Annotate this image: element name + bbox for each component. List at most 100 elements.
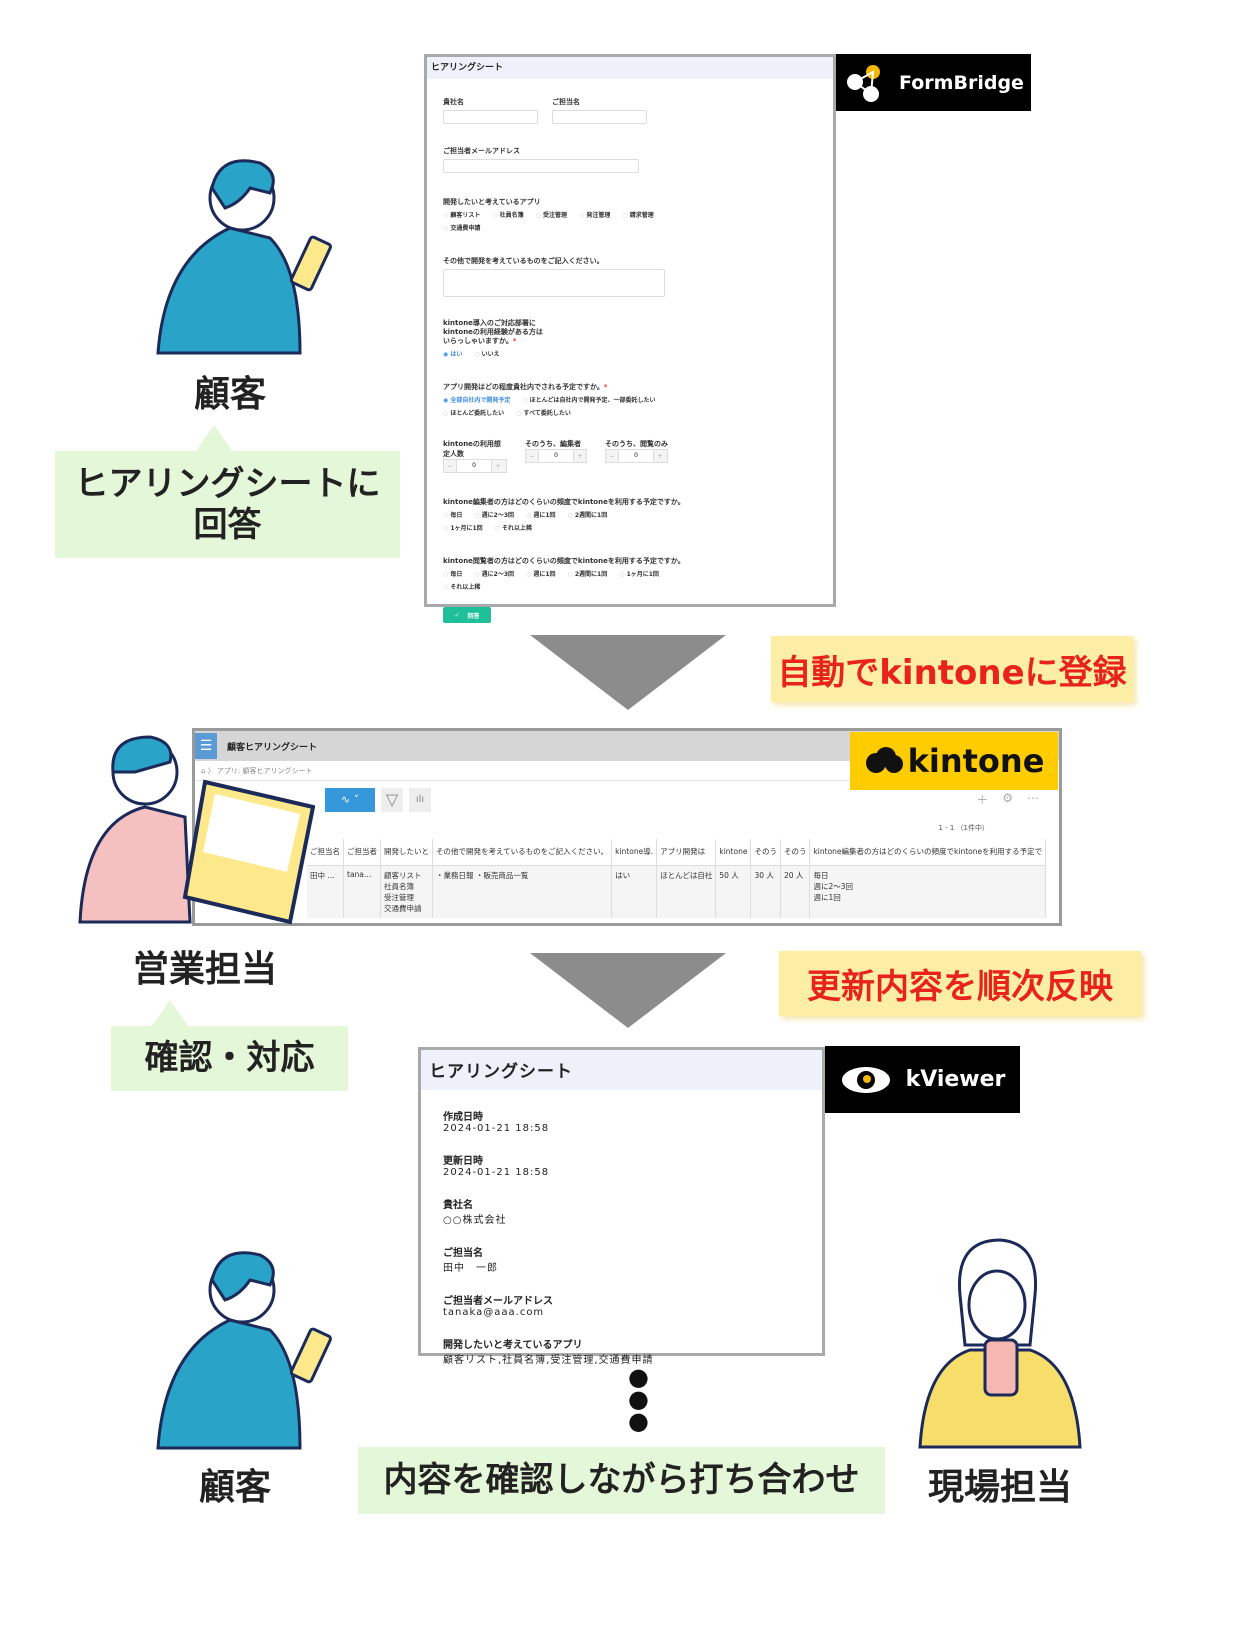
checkbox-option[interactable]: 社員名簿 — [492, 210, 524, 219]
checkbox-option[interactable]: 受注管理 — [536, 210, 567, 219]
sales-label: 営業担当 — [132, 949, 277, 990]
field-label: ご担当名 — [443, 1248, 483, 1259]
radio-option[interactable]: すべて委託したい — [516, 408, 570, 417]
column-header[interactable]: kintone編集者の方はどのくらいの頻度でkintoneを利用する予定で — [809, 839, 1047, 866]
editors-label: そのうち、編集者 — [525, 440, 581, 449]
other-textarea[interactable] — [443, 269, 665, 297]
field-value: ○○株式会社 — [443, 1215, 507, 1226]
radio-option[interactable]: ほとんどは自社内で開発予定、一部委託したい — [522, 395, 656, 404]
dev-options: 全部自社内で開発予定 ほとんどは自社内で開発予定、一部委託したいほとんど委託したい… — [443, 395, 683, 417]
person-label: ご担当名 — [552, 98, 580, 106]
breadcrumb: ⌂ 〉 アプリ: 顧客ヒアリングシート — [195, 761, 1059, 781]
users-stepper[interactable]: −0+ — [443, 459, 507, 474]
company-input[interactable] — [443, 110, 538, 124]
checkbox-option[interactable]: 週に1回 — [526, 510, 555, 519]
person-input[interactable] — [552, 110, 647, 124]
speech-pointer — [152, 1000, 188, 1026]
editor-freq-options: 毎日 週に2〜3回 週に1回 2週間に1回 1ヶ月に1回 それ以上稀 — [443, 510, 643, 532]
radio-option[interactable]: 全部自社内で開発予定 — [443, 395, 510, 404]
field-label: 貴社名 — [443, 1200, 473, 1211]
graph-view-button[interactable]: ∿ ˅ — [325, 788, 375, 812]
filter-icon[interactable]: ▽ — [381, 788, 403, 812]
step-auto-register: 自動でkintoneに登録 — [771, 636, 1133, 702]
column-header[interactable]: ご担当名 — [307, 839, 344, 866]
viewers-stepper[interactable]: −0+ — [605, 449, 668, 464]
kintone-cloud-icon — [865, 747, 903, 773]
column-header[interactable]: そのう — [750, 839, 781, 866]
checkbox-option[interactable]: 毎日 — [443, 569, 462, 578]
table-cell: 20 人 — [780, 865, 811, 918]
field-value: 2024-01-21 18:58 — [443, 1167, 550, 1178]
add-icon[interactable]: ＋ — [976, 793, 989, 807]
company-label: 貴社名 — [443, 98, 464, 106]
radio-option[interactable]: はい — [443, 349, 462, 358]
gear-icon[interactable]: ⚙ — [1002, 791, 1013, 805]
experience-options: はい いいえ — [443, 349, 817, 358]
column-header[interactable]: その他で開発を考えているものをご記入ください。 — [432, 839, 613, 866]
field-staff-illustration — [918, 1238, 1082, 1449]
column-header[interactable]: ご担当者 — [343, 839, 381, 866]
column-header[interactable]: kintone導. — [611, 839, 658, 866]
record-count: 1 - 1 （1件中） — [938, 824, 989, 832]
field-label: 作成日時 — [443, 1112, 483, 1123]
dev-label: アプリ開発はどの程度貴社内でされる予定ですか。* — [443, 383, 608, 392]
checkbox-option[interactable]: 交通費申請 — [443, 223, 480, 232]
checkbox-option[interactable]: 週に1回 — [526, 569, 555, 578]
checkbox-option[interactable]: 発注管理 — [579, 210, 610, 219]
radio-option[interactable]: いいえ — [474, 349, 500, 358]
actions: ＋ ⚙ ⋯ — [976, 791, 1039, 808]
column-header[interactable]: kintone — [715, 839, 752, 866]
formbridge-logo: FormBridge — [836, 54, 1031, 111]
table-cell: ほとんどは自社 — [656, 865, 717, 918]
checkbox-option[interactable]: 2週間に1回 — [568, 510, 607, 519]
table-cell: 顧客リスト 社員名簿 受注管理 交通費申請 — [380, 865, 433, 918]
checkbox-option[interactable]: 週に2〜3回 — [474, 569, 514, 578]
submit-button[interactable]: ✓回答 — [443, 607, 491, 624]
checkbox-option[interactable]: それ以上稀 — [495, 523, 532, 532]
table-cell: ・業務日報 ・販売商品一覧 — [432, 865, 613, 918]
speech-pointer — [196, 425, 232, 451]
arrow-down-icon — [530, 635, 726, 710]
check-icon: ✓ — [454, 611, 460, 619]
chart-icon[interactable]: ılı — [409, 788, 431, 812]
step-confirm: 確認・対応 — [111, 1026, 348, 1091]
form-title: ヒアリングシート — [427, 57, 833, 79]
field-label: 更新日時 — [443, 1156, 483, 1167]
field-staff-label: 現場担当 — [927, 1467, 1072, 1508]
more-icon[interactable]: ⋯ — [1027, 791, 1039, 805]
checkbox-option[interactable]: 毎日 — [443, 510, 462, 519]
radio-option[interactable]: ほとんど委託したい — [443, 408, 504, 417]
records-table: ご担当名ご担当者開発したいとその他で開発を考えているものをご記入ください。kin… — [307, 839, 1047, 918]
checkbox-option[interactable]: 週に2〜3回 — [474, 510, 514, 519]
formbridge-icon — [847, 64, 881, 102]
checkbox-option[interactable]: それ以上稀 — [443, 582, 480, 591]
step-answer: ヒアリングシートに 回答 — [55, 451, 400, 558]
editors-stepper[interactable]: −0+ — [525, 449, 587, 464]
apps-options: 顧客リスト 社員名簿 受注管理 発注管理 請求管理交通費申請 — [443, 210, 683, 232]
table-cell: はい — [611, 865, 658, 918]
breadcrumb-link[interactable]: アプリ: 顧客ヒアリングシート — [216, 767, 313, 775]
checkbox-option[interactable]: 2週間に1回 — [568, 569, 607, 578]
table-cell: tana… — [343, 865, 381, 918]
table-cell: 30 人 — [750, 865, 781, 918]
field-value: 田中 一郎 — [443, 1263, 498, 1274]
checkbox-option[interactable]: 顧客リスト — [443, 210, 480, 219]
menu-icon[interactable]: ☰ — [195, 733, 217, 759]
email-input[interactable] — [443, 159, 639, 173]
table-cell: 田中 … — [307, 865, 344, 918]
table-cell: 50 人 — [715, 865, 752, 918]
field-value: tanaka@aaa.com — [443, 1307, 545, 1318]
checkbox-option[interactable]: 1ヶ月に1回 — [619, 569, 659, 578]
checkbox-option[interactable]: 請求管理 — [622, 210, 654, 219]
column-header[interactable]: アプリ開発は — [656, 839, 717, 866]
kviewer-title: ヒアリングシート — [421, 1050, 822, 1090]
formbridge-form-panel: ヒアリングシート 貴社名 ご担当名 ご担当者メールアドレス 開発したいと考えてい… — [424, 54, 836, 624]
home-icon[interactable]: ⌂ — [201, 767, 206, 775]
sales-person-illustration — [78, 735, 315, 925]
eye-icon — [841, 1066, 890, 1093]
column-header[interactable]: そのう — [780, 839, 811, 866]
column-header[interactable]: 開発したいと — [380, 839, 433, 866]
checkbox-option[interactable]: 1ヶ月に1回 — [443, 523, 482, 532]
email-label: ご担当者メールアドレス — [443, 147, 520, 155]
